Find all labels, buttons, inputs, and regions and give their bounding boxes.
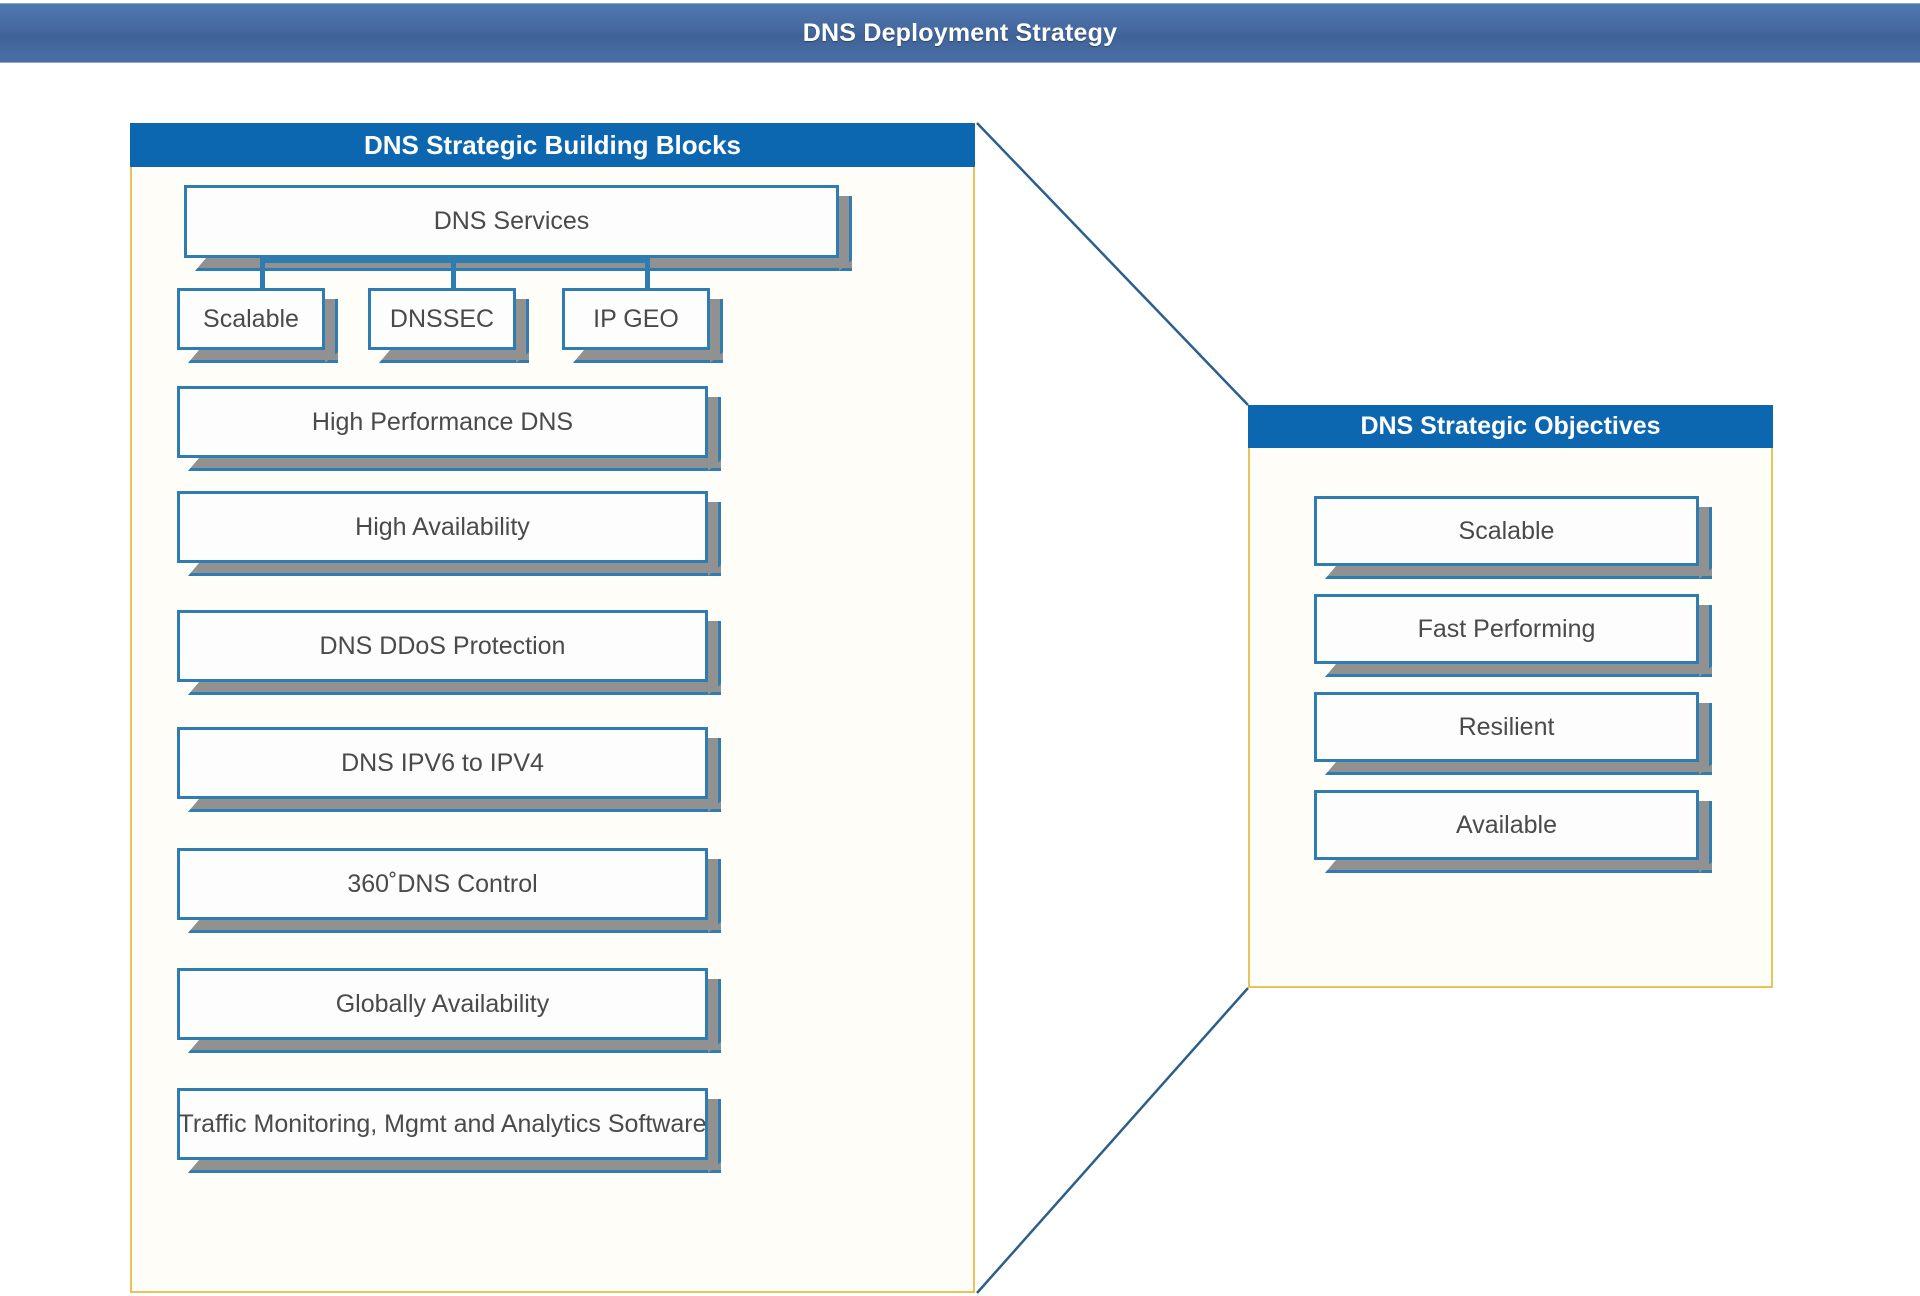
box-shadow-right [1699,801,1712,873]
box-label: Traffic Monitoring, Mgmt and Analytics S… [177,1088,708,1160]
connector-vertical-right [645,258,650,291]
box-shadow-bottom [188,350,338,363]
app-title-banner: DNS Deployment Strategy [0,3,1920,63]
box-shadow-bottom [188,682,721,695]
box-label: IP GEO [562,288,710,350]
box-label: Globally Availability [177,968,708,1040]
box-shadow-bottom [188,799,721,812]
box-shadow-bottom [1325,860,1712,873]
box-dnssec[interactable]: DNSSEC [368,288,529,363]
box-objective-available[interactable]: Available [1314,790,1712,873]
box-shadow-right [708,859,721,933]
box-shadow-right [516,299,529,363]
box-dns-ddos-protection[interactable]: DNS DDoS Protection [177,610,721,695]
panel-dns-strategic-building-blocks: DNS Strategic Building Blocks DNS Servic… [130,123,975,1293]
box-label: DNS Services [184,185,839,258]
box-shadow-right [1699,703,1712,775]
box-shadow-right [1699,507,1712,579]
box-objective-scalable[interactable]: Scalable [1314,496,1712,579]
box-label: Resilient [1314,692,1699,762]
panel-dns-strategic-objectives: DNS Strategic Objectives Scalable Fast P… [1248,405,1773,988]
connector-vertical-left [260,258,265,291]
box-label: DNS DDoS Protection [177,610,708,682]
box-shadow-bottom [1325,762,1712,775]
box-shadow-right [708,738,721,812]
box-shadow-bottom [1325,664,1712,677]
box-shadow-bottom [188,1160,721,1173]
box-high-performance-dns[interactable]: High Performance DNS [177,386,721,471]
box-label: DNSSEC [368,288,516,350]
box-shadow-right [325,299,338,363]
connector-vertical-middle [451,258,456,291]
box-objective-resilient[interactable]: Resilient [1314,692,1712,775]
box-shadow-bottom [573,350,723,363]
box-label: 360˚DNS Control [177,848,708,920]
box-shadow-bottom [188,563,721,576]
panel-objectives-title: DNS Strategic Objectives [1248,405,1773,448]
box-shadow-bottom [379,350,529,363]
box-shadow-right [1699,605,1712,677]
box-label: High Performance DNS [177,386,708,458]
box-shadow-right [708,621,721,695]
box-shadow-bottom [188,458,721,471]
box-360-dns-control[interactable]: 360˚DNS Control [177,848,721,933]
box-globally-availability[interactable]: Globally Availability [177,968,721,1053]
box-label: Scalable [1314,496,1699,566]
box-scalable[interactable]: Scalable [177,288,338,363]
box-dns-services[interactable]: DNS Services [184,185,852,271]
box-shadow-right [708,502,721,576]
box-label: Available [1314,790,1699,860]
box-ip-geo[interactable]: IP GEO [562,288,723,363]
page-title: DNS Deployment Strategy [802,18,1118,47]
box-shadow-right [708,397,721,471]
box-shadow-bottom [188,920,721,933]
box-shadow-right [839,196,852,271]
box-objective-fast-performing[interactable]: Fast Performing [1314,594,1712,677]
box-label: Scalable [177,288,325,350]
box-shadow-bottom [1325,566,1712,579]
box-shadow-right [710,299,723,363]
box-label: DNS IPV6 to IPV4 [177,727,708,799]
box-dns-ipv6-to-ipv4[interactable]: DNS IPV6 to IPV4 [177,727,721,812]
box-label: High Availability [177,491,708,563]
panel-blocks-title: DNS Strategic Building Blocks [130,123,975,167]
box-shadow-bottom [188,1040,721,1053]
box-high-availability[interactable]: High Availability [177,491,721,576]
box-traffic-monitoring-mgmt-analytics[interactable]: Traffic Monitoring, Mgmt and Analytics S… [177,1088,721,1173]
box-shadow-right [708,979,721,1053]
box-shadow-right [708,1099,721,1173]
box-label: Fast Performing [1314,594,1699,664]
